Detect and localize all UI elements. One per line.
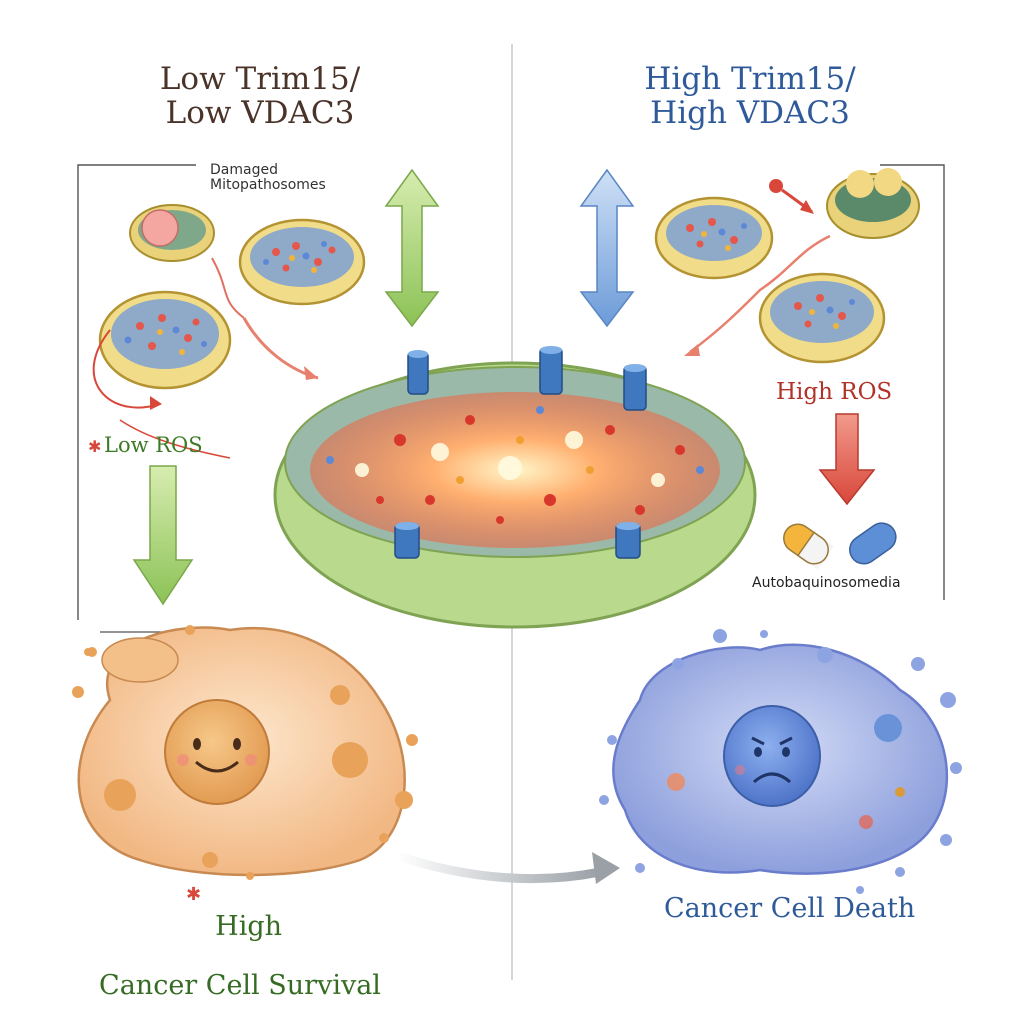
capsule-icon	[849, 522, 897, 565]
mitochondrion-icon	[758, 272, 886, 364]
drug-label: Autobaquinosomedia	[752, 575, 901, 591]
low-ros-label: Low ROS	[104, 433, 203, 457]
right-outcome-label: Cancer Cell Death	[664, 893, 916, 924]
mitochondrion-icon	[98, 290, 232, 390]
double-arrow-green	[384, 168, 440, 328]
capsule-icon	[783, 523, 834, 570]
curve-arrow	[689, 234, 831, 354]
down-arrow-green	[132, 465, 194, 606]
arrow-head	[800, 200, 814, 214]
transition-arrow	[396, 851, 601, 884]
mitochondrion-icon	[238, 218, 366, 306]
left-outcome-label: High Cancer Cell Survival	[80, 882, 400, 1001]
arrow-head	[304, 366, 318, 380]
mitochondrion-icon	[129, 204, 215, 262]
happy-nucleus-icon	[164, 699, 270, 805]
sad-nucleus-icon	[723, 705, 821, 807]
star-icon: ✱	[186, 884, 201, 905]
arrow-head	[684, 344, 700, 356]
high-ros-label: High ROS	[776, 379, 893, 405]
curve-arrow	[211, 257, 245, 319]
double-arrow-blue	[579, 168, 635, 328]
damaged-mitochondria-label: Damaged Mitopathosomes	[210, 162, 326, 194]
left-panel-title: Low Trim15/ Low VDAC3	[159, 61, 361, 132]
curve-arrow	[92, 329, 161, 409]
arrow-head	[150, 396, 162, 410]
left-bracket	[77, 164, 196, 620]
star-icon: ✱	[88, 437, 101, 456]
down-arrow-red	[818, 413, 876, 506]
left-outcome-prefix: High	[215, 910, 283, 942]
right-panel-title: High Trim15/ High VDAC3	[644, 61, 856, 132]
arrow-head	[592, 852, 620, 884]
left-outcome-text: Cancer Cell Survival	[99, 970, 381, 1002]
mitochondrion-icon	[654, 196, 774, 280]
mitochondrion-icon	[826, 168, 920, 239]
central-mitochondrion	[273, 361, 757, 629]
right-bracket	[880, 164, 945, 600]
curve-arrow	[119, 419, 231, 459]
